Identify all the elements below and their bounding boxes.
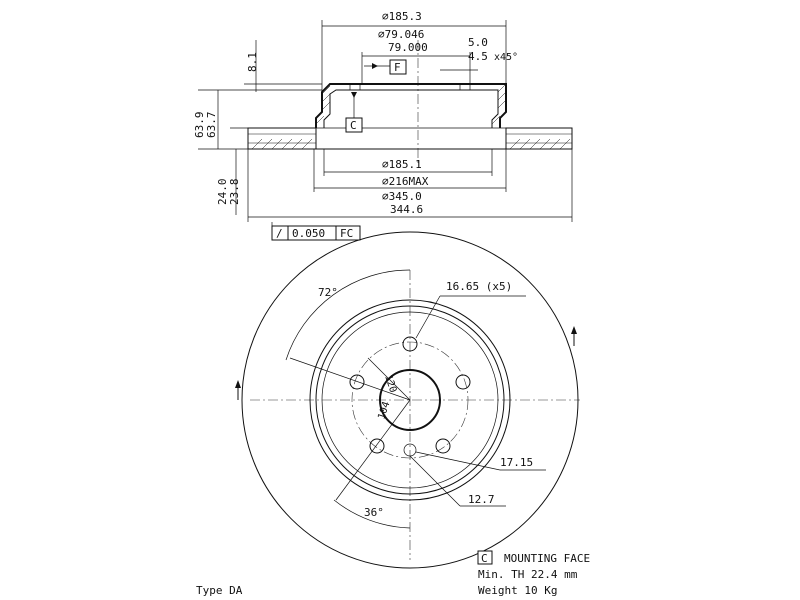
r-12-7-leader xyxy=(409,455,461,507)
braking-band-inner-edge xyxy=(309,299,511,501)
mounting-face-box xyxy=(477,550,493,565)
bolt-hole xyxy=(455,374,471,390)
dim-24-0: 24.0 xyxy=(216,179,229,206)
angle-72-leg xyxy=(289,357,411,401)
angle-36-leg xyxy=(335,399,411,501)
min-thickness: Min. TH 22.4 mm xyxy=(478,568,578,581)
bore-104: 104 xyxy=(376,400,392,421)
notes: C MOUNTING FACE Min. TH 22.4 mm Weight 1… xyxy=(196,550,590,597)
datum-f-box xyxy=(389,59,407,75)
dim-chamfer-upper: 5.0 xyxy=(468,36,488,49)
r-12-7: 12.7 xyxy=(468,493,495,506)
disc-outer-edge xyxy=(241,231,579,569)
dim-185-3: ∅185.3 xyxy=(382,10,422,23)
angle-36: 36° xyxy=(364,506,384,519)
braking-band-right-vents xyxy=(506,133,572,144)
runout-symbol-icon: / xyxy=(276,227,283,240)
weight: Weight 10 Kg xyxy=(478,584,557,597)
bolt-hole xyxy=(369,438,385,454)
datum-c-label: C xyxy=(350,119,357,132)
dim-344-6: 344.6 xyxy=(390,203,423,216)
r-17-15: 17.15 xyxy=(500,456,533,469)
r-17-15-leader xyxy=(415,451,501,471)
dim-79-upper: ∅79.046 xyxy=(378,28,424,41)
bolt-hole xyxy=(349,374,365,390)
braking-band-left xyxy=(247,127,317,150)
datum-f-arrow-icon xyxy=(372,63,378,69)
hat-hole-right xyxy=(459,83,471,91)
pcd-120: 120 xyxy=(382,374,398,395)
runout-ref: FC xyxy=(340,227,353,240)
braking-band-left-vents xyxy=(248,133,316,144)
section-view: ∅185.3 ∅79.046 79.000 5.0 4.5 x45° F C 8… xyxy=(193,10,573,241)
braking-band-right xyxy=(505,127,573,150)
pcd-circle xyxy=(351,341,469,459)
center-bore xyxy=(379,369,441,431)
angle-36-arc xyxy=(333,499,411,529)
arrow-up-icon xyxy=(571,326,577,334)
dim-185-1: ∅185.1 xyxy=(382,158,422,171)
holes-callout: 16.65 (x5) xyxy=(446,280,512,293)
pcd-leader xyxy=(367,357,411,401)
runout-value: 0.050 xyxy=(292,227,325,240)
dim-chamfer-lower: 4.5 xyxy=(468,50,488,63)
datum-f-label: F xyxy=(394,61,401,74)
mounting-face-symbol: C xyxy=(481,552,488,565)
dim-chamfer-angle: x45° xyxy=(494,52,518,63)
hat-wall-edge xyxy=(321,311,499,489)
hat-inner-profile xyxy=(323,89,499,128)
dim-63-7: 63.7 xyxy=(205,112,218,139)
hat-wall-hatching xyxy=(251,83,571,150)
hat-outer-edge xyxy=(315,305,505,495)
angle-72-arc xyxy=(285,269,411,361)
disc-type: Type DA xyxy=(196,584,243,597)
dim-79-lower: 79.000 xyxy=(388,41,428,54)
bolt-hole xyxy=(402,336,418,352)
holes-leader xyxy=(415,295,441,339)
datum-c-arrow-icon xyxy=(351,92,357,98)
front-view: 72° 16.65 (x5) 120 104 17.15 12.7 36° xyxy=(235,231,580,569)
dim-8-1: 8.1 xyxy=(246,52,259,72)
mounting-face-label: MOUNTING FACE xyxy=(504,552,590,565)
angle-72: 72° xyxy=(318,286,338,299)
hat-outer-profile xyxy=(315,83,507,128)
runout-frame xyxy=(271,225,361,241)
dim-216: ∅216MAX xyxy=(382,175,429,188)
hat-hole-left xyxy=(349,83,361,91)
dim-63-9: 63.9 xyxy=(193,112,206,139)
dim-23-8: 23.8 xyxy=(228,179,241,206)
arrow-up-icon xyxy=(235,380,241,388)
bolt-hole xyxy=(435,438,451,454)
dim-345-0: ∅345.0 xyxy=(382,190,422,203)
